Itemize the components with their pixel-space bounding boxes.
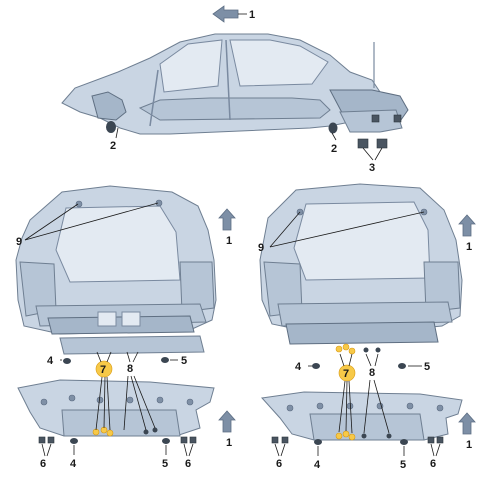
callout-1-left-lower: 1 <box>226 437 232 449</box>
callout-1-right-lower: 1 <box>466 439 472 451</box>
sealing-plug <box>106 121 116 133</box>
sealing-plug <box>335 343 381 355</box>
svg-text:9: 9 <box>16 236 22 248</box>
callout-4-right-lower: 4 <box>314 459 321 471</box>
callout-6-right-b: 6 <box>430 458 436 470</box>
rear-panel-left <box>17 379 215 444</box>
square-plug <box>393 114 402 123</box>
callout-3: 3 <box>369 162 375 174</box>
callout-2-right: 2 <box>331 143 337 155</box>
direction-arrow-icon <box>218 410 236 433</box>
callout-7-marker <box>95 360 113 378</box>
callout-7-left: 7 <box>100 364 106 376</box>
direction-arrow-icon <box>212 5 239 23</box>
callout-4-right-upper: 4 <box>295 361 302 373</box>
rear-body-right <box>259 183 463 369</box>
callout-8-left: 8 <box>127 363 133 375</box>
callout-5-left-upper: 5 <box>181 355 187 367</box>
rear-body-left <box>15 185 217 364</box>
callout-4-left-upper: 4 <box>47 355 54 367</box>
callout-7-right: 7 <box>343 368 349 380</box>
callout-9-right: 9 <box>258 211 425 254</box>
direction-arrow-icon <box>458 412 476 435</box>
rear-panel-right <box>261 391 463 445</box>
callout-4-left-lower: 4 <box>70 458 77 470</box>
svg-text:9: 9 <box>258 242 264 254</box>
direction-arrow-icon <box>458 214 476 237</box>
callout-9-left: 9 <box>16 202 159 248</box>
side-body-shell <box>61 33 409 149</box>
sealing-plug <box>328 122 338 134</box>
callout-1-left-upper: 1 <box>226 235 232 247</box>
callout-5-left-lower: 5 <box>162 458 168 470</box>
callout-1-top: 1 <box>249 9 255 21</box>
callout-2-left: 2 <box>110 140 116 152</box>
callout-5-right-upper: 5 <box>424 361 430 373</box>
callout-6-right-a: 6 <box>276 458 282 470</box>
callout-8-right: 8 <box>369 367 375 379</box>
square-plug <box>371 114 380 123</box>
square-plug <box>376 138 388 149</box>
callout-6-left-a: 6 <box>40 458 46 470</box>
callout-1-right-upper: 1 <box>466 241 472 253</box>
callout-5-right-lower: 5 <box>400 459 406 471</box>
square-plug <box>357 138 369 149</box>
callout-6-left-b: 6 <box>185 458 191 470</box>
direction-arrow-icon <box>218 208 236 231</box>
